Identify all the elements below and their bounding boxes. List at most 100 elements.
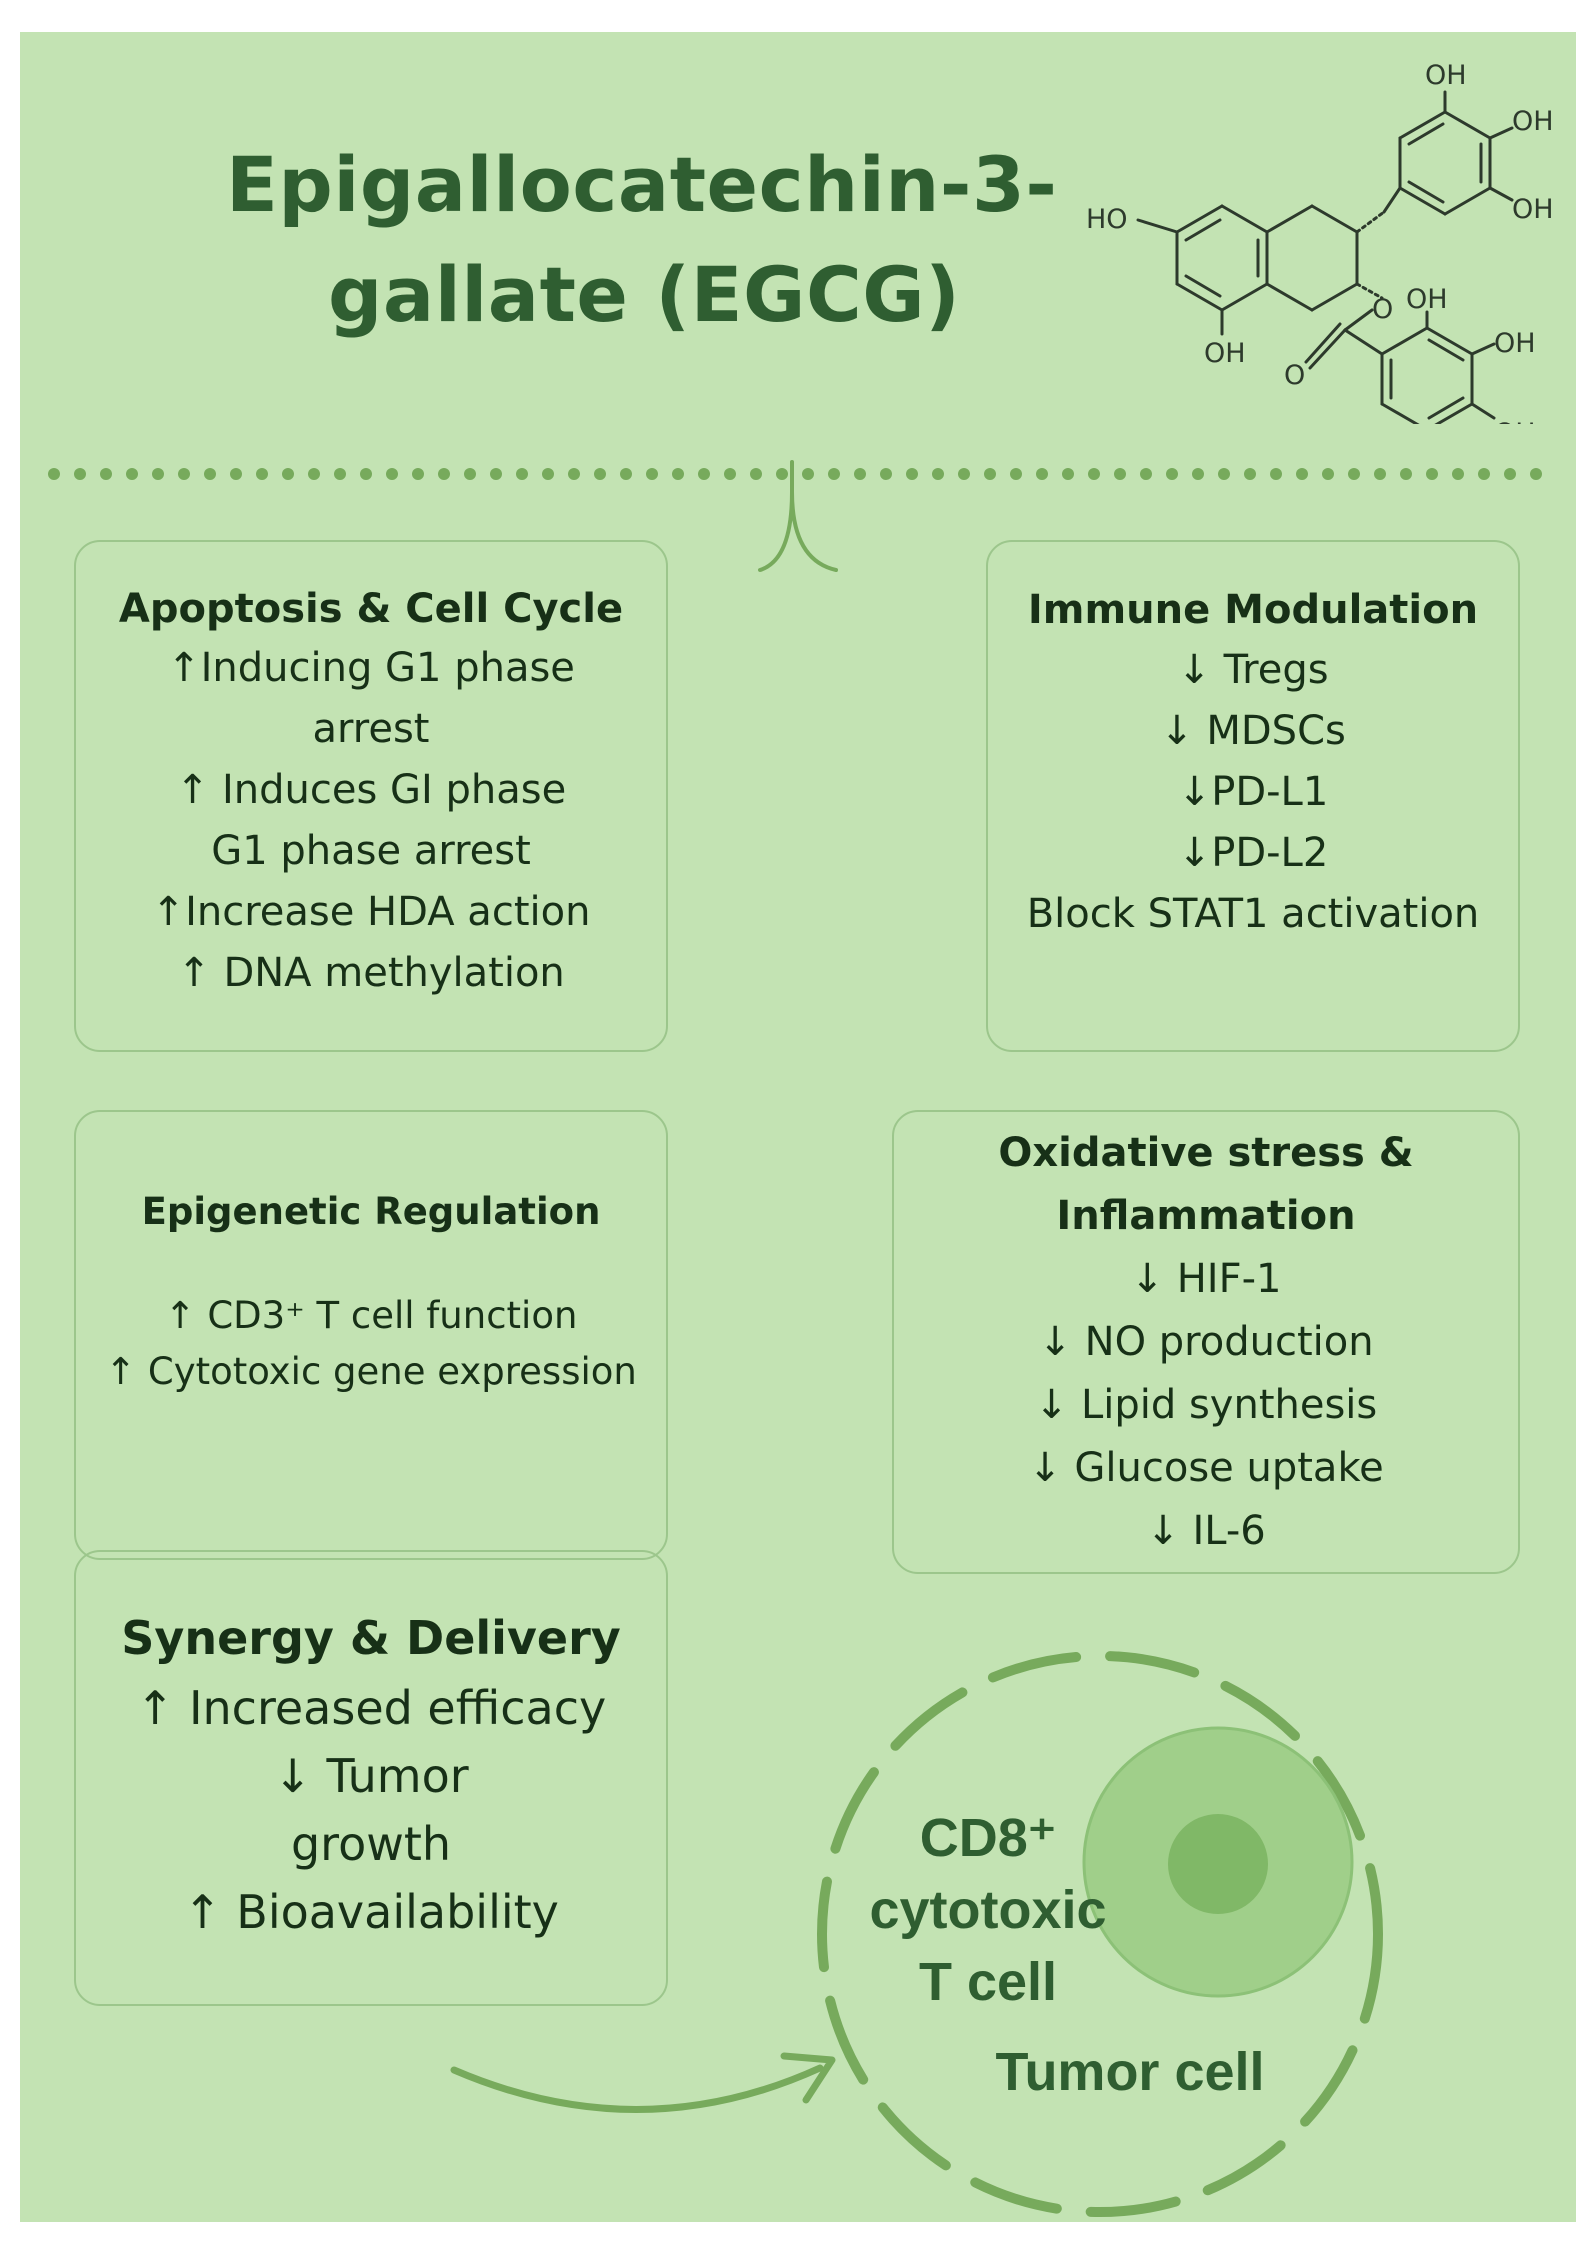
label-o-ester: O: [1372, 294, 1393, 325]
divider-dot: [724, 468, 736, 480]
divider-dot: [854, 468, 866, 480]
divider-dot: [828, 468, 840, 480]
card-synergy-delivery: Synergy & Delivery ↑ Increased efficacy …: [74, 1550, 668, 2006]
divider-dot: [646, 468, 658, 480]
card-line: ↓ Tregs: [1177, 647, 1329, 693]
t-cell-nucleus: [1168, 1814, 1268, 1914]
card-line: ↑ Induces GI phase: [175, 767, 567, 813]
label-oh-bottom-left: OH: [1204, 338, 1246, 369]
divider-dot: [334, 468, 346, 480]
divider-dot: [1426, 468, 1438, 480]
divider-dot: [698, 468, 710, 480]
label-o-carbonyl: O: [1284, 360, 1305, 391]
divider-dot: [880, 468, 892, 480]
divider-dot: [1296, 468, 1308, 480]
card-heading: Synergy & Delivery: [121, 1611, 621, 1665]
card-line: ↓ HIF-1: [1130, 1256, 1282, 1302]
label-oh-gallate-top: OH: [1406, 284, 1448, 315]
divider-dot: [1452, 468, 1464, 480]
poster-background: Epigallocatechin-3- gallate (EGCG): [20, 32, 1576, 2222]
divider-dot: [308, 468, 320, 480]
ring-b: [1398, 90, 1514, 216]
divider-dot: [178, 468, 190, 480]
divider-dot: [1192, 468, 1204, 480]
card-immune-modulation: Immune Modulation ↓ Tregs ↓ MDSCs ↓PD-L1…: [986, 540, 1520, 1052]
card-line: arrest: [312, 706, 430, 752]
label-oh-top: OH: [1425, 64, 1467, 91]
card-epigenetic-regulation: Epigenetic Regulation ↑ CD3⁺ T cell func…: [74, 1110, 668, 1560]
ring-c: [1265, 204, 1359, 312]
card-line: ↑Inducing G1 phase: [167, 645, 575, 691]
cd8-label-line-2: cytotoxic: [869, 1880, 1107, 1940]
divider-dot: [386, 468, 398, 480]
ring-a: [1175, 204, 1269, 312]
divider-dot: [204, 468, 216, 480]
divider-dot: [672, 468, 684, 480]
label-ho-left: HO: [1086, 204, 1128, 235]
divider-dot: [1504, 468, 1516, 480]
card-line: ↓ NO production: [1038, 1319, 1374, 1365]
divider-dot: [594, 468, 606, 480]
card-line: ↑ Increased efficacy: [135, 1681, 607, 1735]
card-line: ↑Increase HDA action: [151, 889, 591, 935]
card-line: ↑ Bioavailability: [183, 1885, 559, 1939]
card-oxidative-stress-inflammation: Oxidative stress & Inflammation ↓ HIF-1 …: [892, 1110, 1520, 1574]
divider-dot: [1218, 468, 1230, 480]
card-line: G1 phase arrest: [211, 828, 531, 874]
divider-dot: [1140, 468, 1152, 480]
card-line: ↑ Cytotoxic gene expression: [105, 1350, 637, 1393]
label-oh-gallate-bottom: OH: [1494, 418, 1536, 424]
card-line: ↓ IL-6: [1146, 1508, 1266, 1554]
divider-dot: [620, 468, 632, 480]
curved-arrow-head: [780, 2052, 836, 2104]
gallate-ring: [1380, 310, 1496, 424]
divider-dot: [932, 468, 944, 480]
divider-dot: [256, 468, 268, 480]
divider-dot: [1348, 468, 1360, 480]
cd8-label-line-1: CD8⁺: [919, 1808, 1057, 1868]
divider-dot: [490, 468, 502, 480]
divider-dot: [152, 468, 164, 480]
divider-dot: [1244, 468, 1256, 480]
divider-dot: [906, 468, 918, 480]
card-heading-line-2: Inflammation: [1056, 1193, 1356, 1239]
divider-dot: [1530, 468, 1542, 480]
divider-dot: [230, 468, 242, 480]
divider-dot: [958, 468, 970, 480]
divider-dot: [776, 468, 788, 480]
divider-dot: [750, 468, 762, 480]
divider-dot: [1374, 468, 1386, 480]
label-oh-mid-right: OH: [1512, 194, 1554, 225]
card-line: growth: [290, 1817, 452, 1871]
divider-dot: [1062, 468, 1074, 480]
tumor-cell-dashed-membrane: [817, 1651, 1383, 2217]
divider-dot: [984, 468, 996, 480]
card-heading: Immune Modulation: [1027, 587, 1479, 633]
cell-illustration: [450, 1651, 1383, 2217]
card-line: ↓ Glucose uptake: [1028, 1445, 1384, 1491]
card-line: ↓PD-L2: [1177, 830, 1329, 876]
cd8-label-line-3: T cell: [918, 1952, 1058, 2012]
cd8-t-cell-label: CD8⁺ cytotoxic T cell: [858, 1802, 1118, 2018]
card-line: ↓ MDSCs: [1160, 708, 1346, 754]
divider-dot: [1166, 468, 1178, 480]
card-heading-line-1: Oxidative stress &: [998, 1130, 1414, 1176]
tumor-cell-label: Tumor cell: [995, 2042, 1265, 2102]
divider-dot: [1270, 468, 1282, 480]
divider-dot: [1036, 468, 1048, 480]
title-line-1: Epigallocatechin-3-: [226, 140, 1058, 229]
divider-dot: [360, 468, 372, 480]
divider-dot: [464, 468, 476, 480]
card-line: ↓PD-L1: [1177, 769, 1329, 815]
divider-dot: [282, 468, 294, 480]
curved-arrow: [450, 2064, 824, 2113]
dotted-divider: [48, 460, 1542, 572]
divider-dot: [1322, 468, 1334, 480]
card-line: ↑ CD3⁺ T cell function: [164, 1294, 578, 1337]
divider-dot: [516, 468, 528, 480]
divider-dot: [802, 468, 814, 480]
divider-dot: [1478, 468, 1490, 480]
divider-dot: [1400, 468, 1412, 480]
card-line: ↓ Tumor: [273, 1749, 469, 1803]
divider-dot: [100, 468, 112, 480]
